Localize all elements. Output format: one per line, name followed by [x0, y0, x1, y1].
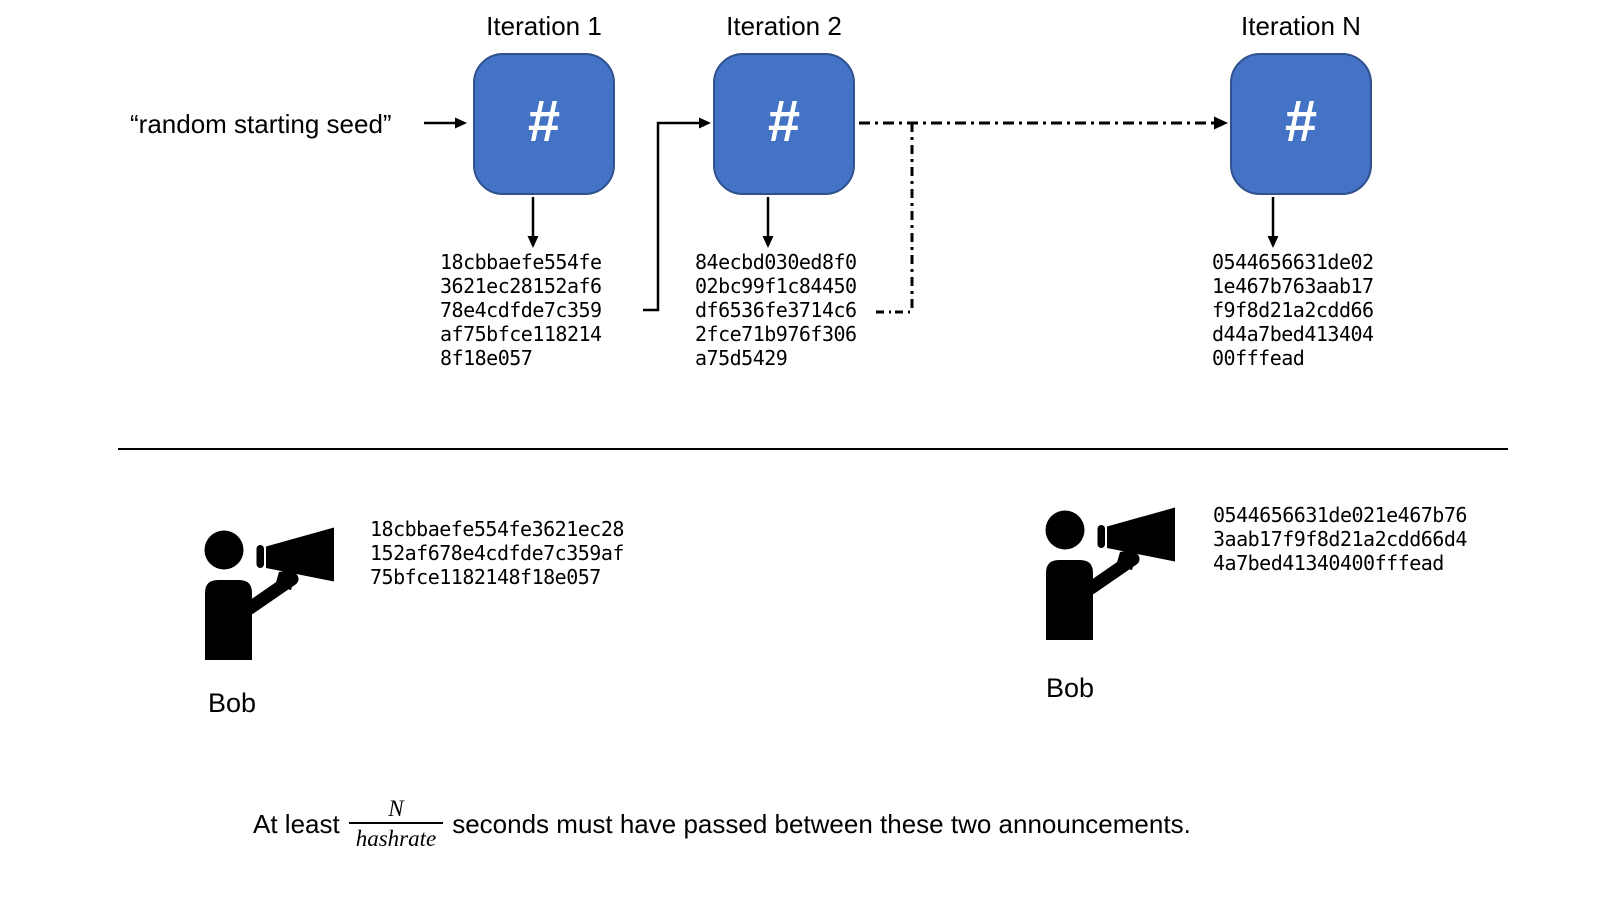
seed-label: “random starting seed” — [130, 109, 392, 139]
hash-function-box-N: # — [1230, 53, 1372, 195]
formula-prefix: At least — [253, 808, 340, 839]
iteration-N-title: Iteration N — [1241, 11, 1361, 41]
seed-arrowhead — [455, 117, 467, 129]
time-bound-statement: At least N hashrate seconds must have pa… — [253, 795, 1191, 852]
iter2-to-iterN-arrowhead — [1214, 116, 1228, 130]
hash-function-box-2: # — [713, 53, 855, 195]
hash1-to-iter2-arrowhead — [699, 117, 711, 129]
formula-suffix: seconds must have passed between these t… — [452, 808, 1191, 839]
fraction-denominator: hashrate — [348, 822, 444, 852]
speaker-name-label-1: Bob — [208, 688, 257, 718]
iteration-1-output-hash: 18cbbaefe554fe 3621ec28152af6 78e4cdfde7… — [440, 250, 602, 370]
iter1-output-arrowhead — [527, 236, 539, 248]
hash-symbol-N: # — [1284, 89, 1318, 154]
hash-function-box-1: # — [473, 53, 615, 195]
megaphone-person-icon — [1045, 507, 1175, 640]
iter2-output-arrowhead — [762, 236, 774, 248]
speaker-name-label-2: Bob — [1046, 673, 1095, 703]
iteration-N-output-hash: 0544656631de02 1e467b763aab17 f9f8d21a2c… — [1212, 250, 1374, 370]
iteration-2-output-hash: 84ecbd030ed8f0 02bc99f1c84450 df6536fe37… — [695, 250, 857, 370]
iteration-1-title: Iteration 1 — [486, 11, 602, 41]
iterN-output-arrowhead — [1267, 236, 1279, 248]
fraction: N hashrate — [348, 795, 444, 852]
megaphone-person-icon — [204, 527, 334, 660]
hash-symbol-2: # — [767, 89, 801, 154]
hash1-to-iter2-connector — [643, 121, 699, 312]
iteration-2-title: Iteration 2 — [726, 11, 842, 41]
announced-hash-2: 0544656631de021e467b76 3aab17f9f8d21a2cd… — [1213, 503, 1467, 575]
hash-symbol-1: # — [527, 89, 561, 154]
announced-hash-1: 18cbbaefe554fe3621ec28 152af678e4cdfde7c… — [370, 517, 624, 589]
fraction-numerator: N — [388, 796, 404, 821]
